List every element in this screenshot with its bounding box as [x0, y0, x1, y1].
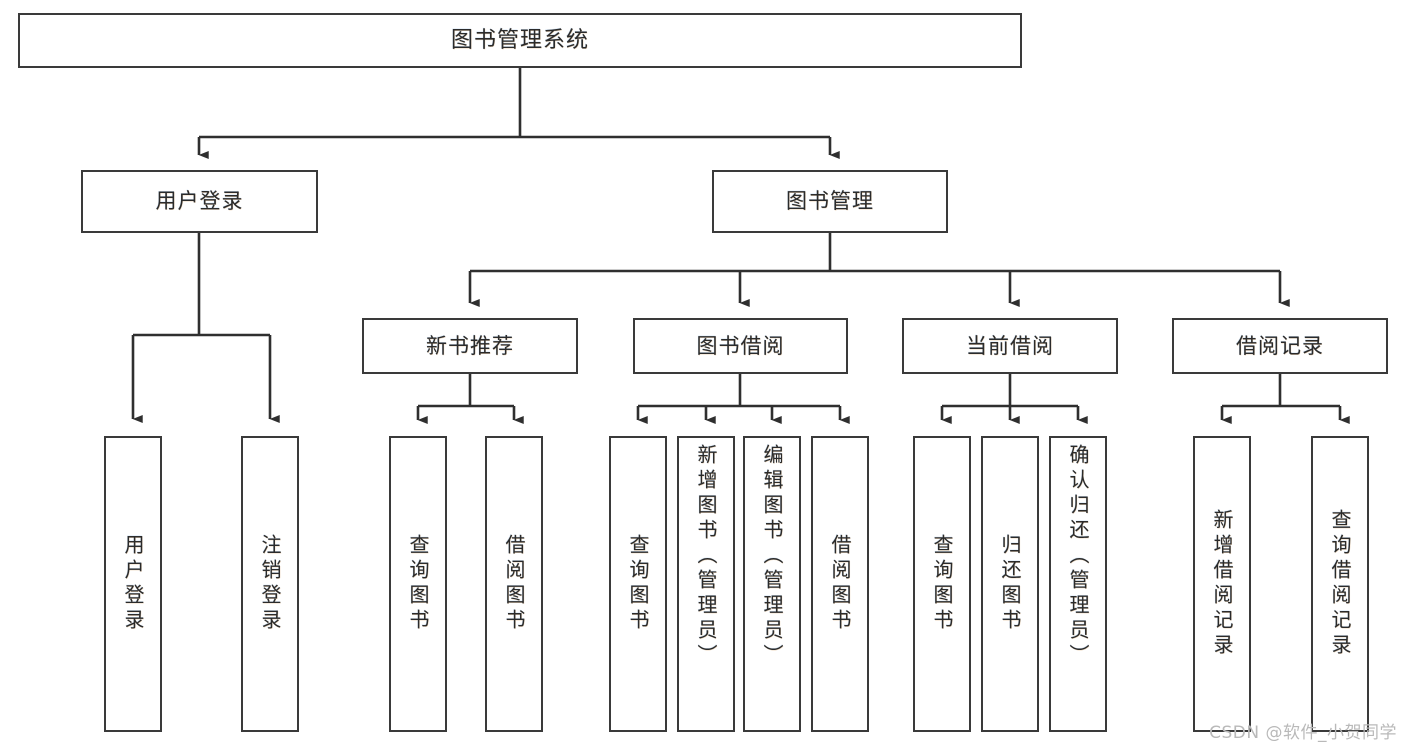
node-label: 新增图书（管理员） — [694, 444, 718, 669]
node-leaf-confirm-return-admin[interactable]: 确认归还（管理员） — [1049, 436, 1107, 732]
node-current-borrow[interactable]: 当前借阅 — [902, 318, 1118, 374]
node-root-book-management-system[interactable]: 图书管理系统 — [18, 13, 1022, 68]
node-label: 借阅图书 — [502, 534, 526, 634]
node-leaf-add-borrow-record[interactable]: 新增借阅记录 — [1193, 436, 1251, 732]
node-leaf-query-borrow-record[interactable]: 查询借阅记录 — [1311, 436, 1369, 732]
node-label: 图书管理系统 — [450, 27, 589, 53]
node-leaf-logout[interactable]: 注销登录 — [241, 436, 299, 732]
node-leaf-return-book[interactable]: 归还图书 — [981, 436, 1039, 732]
node-label: 查询图书 — [626, 534, 650, 634]
node-label: 归还图书 — [998, 534, 1022, 634]
node-new-book-recommend[interactable]: 新书推荐 — [362, 318, 578, 374]
node-leaf-query-book-borrow[interactable]: 查询图书 — [609, 436, 667, 732]
node-label: 确认归还（管理员） — [1066, 444, 1090, 669]
node-label: 图书管理 — [786, 189, 874, 214]
watermark-text: CSDN @软件_小贺同学 — [1209, 723, 1397, 743]
node-label: 图书借阅 — [696, 333, 785, 358]
node-borrow-record[interactable]: 借阅记录 — [1172, 318, 1388, 374]
node-label: 查询图书 — [406, 534, 430, 634]
node-book-management[interactable]: 图书管理 — [712, 170, 948, 233]
node-leaf-borrow-book[interactable]: 借阅图书 — [811, 436, 869, 732]
node-label: 注销登录 — [258, 534, 282, 634]
node-leaf-user-login-action[interactable]: 用户登录 — [104, 436, 162, 732]
node-label: 查询借阅记录 — [1328, 509, 1352, 659]
node-label: 新书推荐 — [426, 333, 514, 358]
node-label: 查询图书 — [930, 534, 954, 634]
node-leaf-add-book-admin[interactable]: 新增图书（管理员） — [677, 436, 735, 732]
node-label: 借阅图书 — [828, 534, 852, 634]
node-label: 用户登录 — [155, 189, 244, 214]
node-label: 当前借阅 — [966, 333, 1054, 358]
node-label: 编辑图书（管理员） — [760, 444, 784, 669]
node-label: 借阅记录 — [1236, 333, 1324, 358]
node-book-borrow[interactable]: 图书借阅 — [633, 318, 848, 374]
node-user-login[interactable]: 用户登录 — [81, 170, 318, 233]
node-leaf-edit-book-admin[interactable]: 编辑图书（管理员） — [743, 436, 801, 732]
node-label: 新增借阅记录 — [1210, 509, 1234, 659]
node-leaf-borrow-book-recommend[interactable]: 借阅图书 — [485, 436, 543, 732]
node-leaf-query-book-recommend[interactable]: 查询图书 — [389, 436, 447, 732]
node-label: 用户登录 — [121, 534, 145, 634]
node-leaf-query-book-current[interactable]: 查询图书 — [913, 436, 971, 732]
